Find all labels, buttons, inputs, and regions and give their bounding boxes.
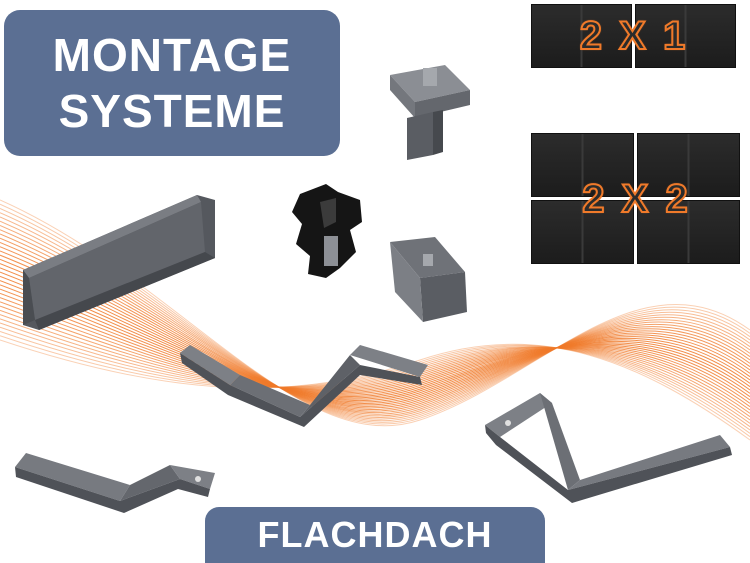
solar-panel <box>637 133 740 197</box>
wave-line <box>0 250 750 407</box>
solar-panel <box>531 4 632 68</box>
layout-label-2x1: 2 X 1 <box>579 13 689 59</box>
footer-box: FLACHDACH <box>205 507 545 563</box>
wave-line <box>0 208 750 423</box>
wave-line <box>0 258 750 404</box>
solar-panel <box>635 4 736 68</box>
panel-layout-2x2: 2 X 2 <box>531 133 742 265</box>
wave-line <box>0 237 750 412</box>
layout-label-2x2: 2 X 2 <box>581 176 691 222</box>
angle-profile-rail <box>23 195 215 330</box>
wave-line <box>0 224 750 417</box>
wave-line <box>0 280 750 397</box>
wave-line <box>0 254 750 406</box>
wave-line <box>0 229 750 415</box>
wave-line <box>0 275 750 399</box>
roof-hook-right-part <box>485 393 732 503</box>
title-line-2: SYSTEME <box>58 85 286 137</box>
wave-line <box>0 263 750 403</box>
solar-panel <box>531 133 634 197</box>
footer-label: FLACHDACH <box>257 514 493 555</box>
solar-panel <box>637 200 740 264</box>
wave-line <box>0 267 750 401</box>
wave-line <box>0 241 750 411</box>
wave-line <box>0 212 750 422</box>
roof-hook-left-part <box>15 453 215 513</box>
solar-panel <box>531 200 634 264</box>
title-line-1: MONTAGE <box>52 29 292 81</box>
wave-line <box>0 271 750 400</box>
wave-line <box>0 199 750 427</box>
wave-line <box>0 246 750 409</box>
roof-hook-center-part <box>180 345 428 427</box>
wave-line <box>0 339 750 441</box>
end-clamp-top-part <box>390 65 470 160</box>
wave-line <box>0 203 750 425</box>
title-box: MONTAGE SYSTEME <box>4 10 340 156</box>
wave-line <box>0 216 750 420</box>
end-clamp-part <box>390 237 467 322</box>
wave-line <box>0 335 750 438</box>
panel-layout-2x1: 2 X 1 <box>531 4 737 70</box>
wave-line <box>0 233 750 414</box>
rubber-mid-clamp-part <box>292 184 362 278</box>
wave-line <box>0 220 750 418</box>
